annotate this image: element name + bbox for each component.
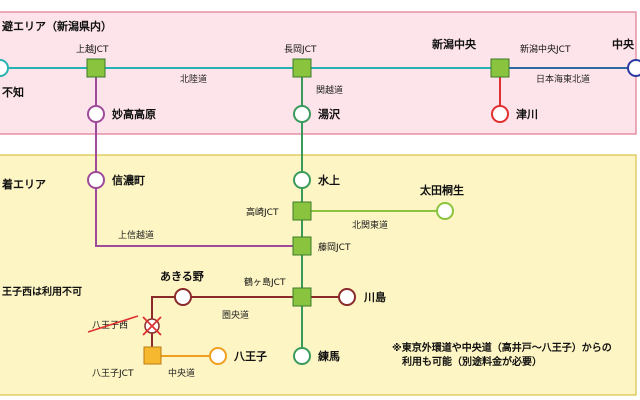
station-hachioji-marker[interactable] (209, 347, 227, 365)
jct-tsurugashima-marker[interactable] (292, 287, 312, 307)
jct-nagaoka-marker[interactable] (292, 58, 312, 78)
jct-fujioka-label: 藤岡JCT (318, 241, 351, 253)
road-kenodo-label: 圏央道 (222, 309, 249, 321)
station-nerima-marker[interactable] (293, 347, 311, 365)
jct-tsurugashima-label: 鶴ヶ島JCT (244, 276, 286, 288)
station-kawajima-label: 川島 (363, 290, 386, 304)
station-kawajima-marker[interactable] (338, 288, 356, 306)
road-nihonkai-label: 日本海東北道 (536, 73, 590, 85)
top-area-label: 避エリア（新潟県内） (2, 19, 112, 33)
station-shinanomachi-marker[interactable] (87, 171, 105, 189)
road-hokuriku-label: 北陸道 (180, 73, 207, 85)
station-nerima-label: 練馬 (318, 349, 340, 363)
jct-takasaki-marker[interactable] (292, 201, 312, 221)
note-footnote-1: ※東京外環道や中央道（高井戸〜八王子）からの (392, 341, 612, 354)
jct-niigata-chuo-label: 新潟中央JCT (520, 43, 571, 55)
station-akiruno-label: あきる野 (160, 270, 204, 283)
road-joshinetsu-label: 上信越道 (118, 229, 154, 241)
note-unavailable: 王子西は利用不可 (2, 285, 82, 298)
station-myoko-marker[interactable] (87, 105, 105, 123)
road-kanetsu-label: 関越道 (316, 84, 343, 96)
hachioji-nishi-strike-line (87, 315, 139, 333)
station-niigata-chuo-label: 新潟中央 (432, 37, 477, 51)
jct-hachioji-marker[interactable] (143, 346, 162, 365)
road-kitakanto-label: 北関東道 (352, 219, 388, 231)
bottom-area-box (0, 154, 637, 396)
station-tsugawa-marker[interactable] (491, 105, 509, 123)
station-hachioji-nishi-closed-icon (142, 316, 162, 336)
station-myoko-label: 妙高高原 (112, 107, 156, 121)
station-shinanomachi-label: 信濃町 (112, 173, 145, 187)
station-minakami-label: 水上 (318, 173, 340, 187)
jct-joetsu-label: 上越JCT (76, 43, 109, 55)
jct-fujioka-marker[interactable] (292, 236, 312, 256)
station-ota-marker[interactable] (436, 202, 454, 220)
station-akiruno-marker[interactable] (174, 288, 192, 306)
station-itoigawa-label: 不知 (2, 85, 24, 99)
station-itoigawa-marker[interactable] (0, 59, 9, 77)
station-tsugawa-label: 津川 (516, 107, 538, 121)
station-chuo-marker[interactable] (627, 59, 640, 77)
road-joshinetsu-line (95, 68, 302, 247)
station-yuzawa-marker[interactable] (293, 105, 311, 123)
road-chuodo-label: 中央道 (168, 367, 195, 379)
station-chuo-label: 中央 (612, 37, 635, 51)
station-yuzawa-label: 湯沢 (318, 107, 341, 121)
station-ota-label: 太田桐生 (419, 183, 464, 197)
jct-hachioji-label: 八王子JCT (92, 368, 134, 379)
jct-niigata-chuo-marker[interactable] (490, 58, 510, 78)
jct-takasaki-label: 高崎JCT (246, 206, 279, 218)
jct-joetsu-marker[interactable] (86, 58, 106, 78)
station-minakami-marker[interactable] (293, 171, 311, 189)
station-hachioji-label: 八王子 (233, 350, 267, 363)
note-footnote-2: 利用も可能（別途料金が必要） (402, 355, 542, 368)
top-area-box (0, 11, 637, 135)
jct-nagaoka-label: 長岡JCT (284, 44, 317, 55)
bottom-area-label: 着エリア (1, 177, 46, 191)
